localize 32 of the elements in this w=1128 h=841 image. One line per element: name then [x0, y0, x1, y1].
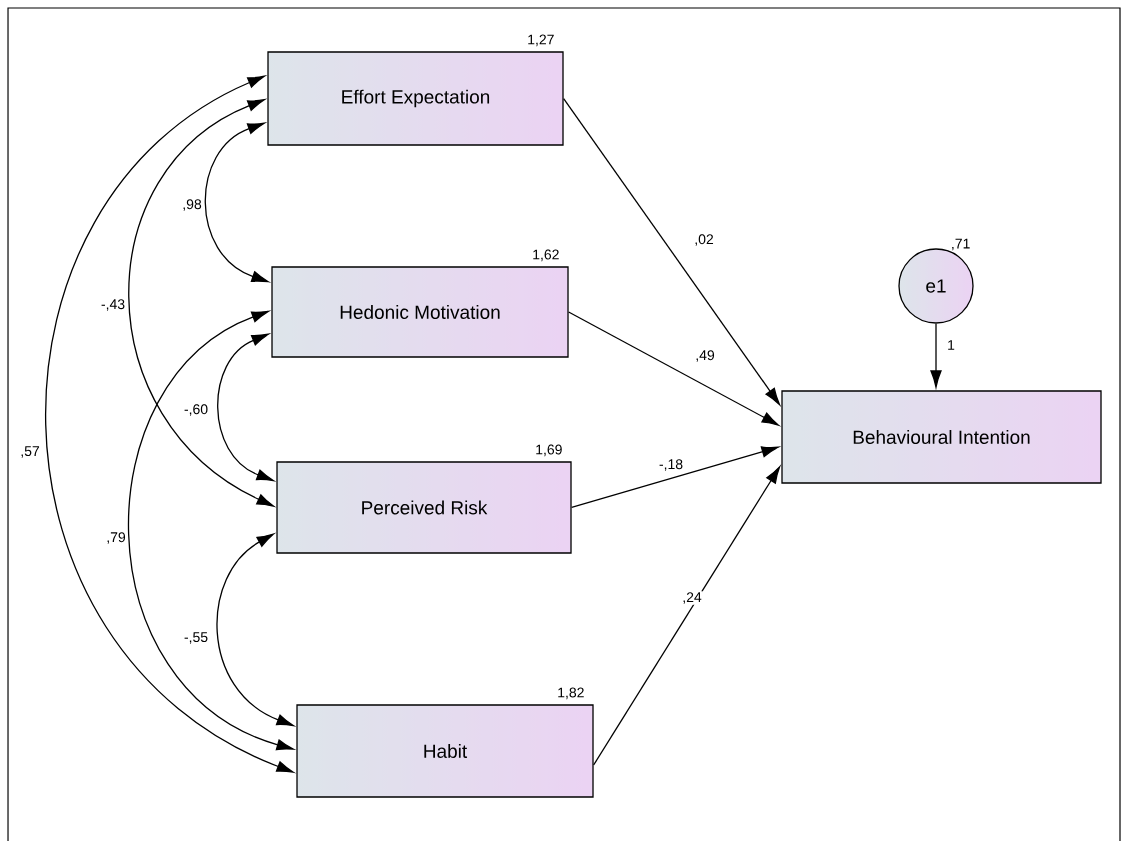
edge-label: -,55: [184, 632, 208, 644]
edge-label: 1: [948, 340, 955, 350]
edge-label: ,79: [107, 532, 126, 544]
variance-label: 1,82: [558, 687, 584, 700]
path-arrow: [930, 323, 942, 388]
variance-label: 1,27: [528, 34, 554, 47]
variance-label: 1,62: [533, 249, 559, 262]
path-arrow: [563, 97, 781, 406]
covariance-arrow: [45, 75, 294, 773]
edge-label: ,98: [183, 199, 202, 211]
variance-label: 1,69: [536, 444, 562, 457]
covariance-arrow: [128, 99, 274, 507]
variable-box: Habit: [296, 704, 594, 798]
path-arrow: [593, 466, 781, 766]
edge-label: ,24: [683, 592, 702, 604]
variable-box: Behavioural Intention: [781, 390, 1102, 484]
edge-label: ,49: [696, 350, 715, 362]
edge-label: -,60: [184, 404, 208, 416]
covariance-arrow: [204, 122, 269, 283]
edge-label: ,02: [695, 234, 714, 246]
variable-box: Effort Expectation: [267, 51, 564, 146]
edge-label: -,43: [101, 299, 125, 311]
variance-label: ,71: [952, 238, 970, 251]
path-arrow: [571, 446, 779, 509]
edge-label: ,57: [21, 446, 40, 458]
covariance-arrow: [127, 310, 294, 751]
path-arrow: [568, 311, 780, 426]
edge-label: -,18: [659, 459, 683, 471]
covariance-arrow: [216, 533, 294, 727]
variable-box: Hedonic Motivation: [271, 266, 569, 358]
covariance-arrow: [217, 333, 274, 482]
variable-box: Perceived Risk: [276, 461, 572, 554]
